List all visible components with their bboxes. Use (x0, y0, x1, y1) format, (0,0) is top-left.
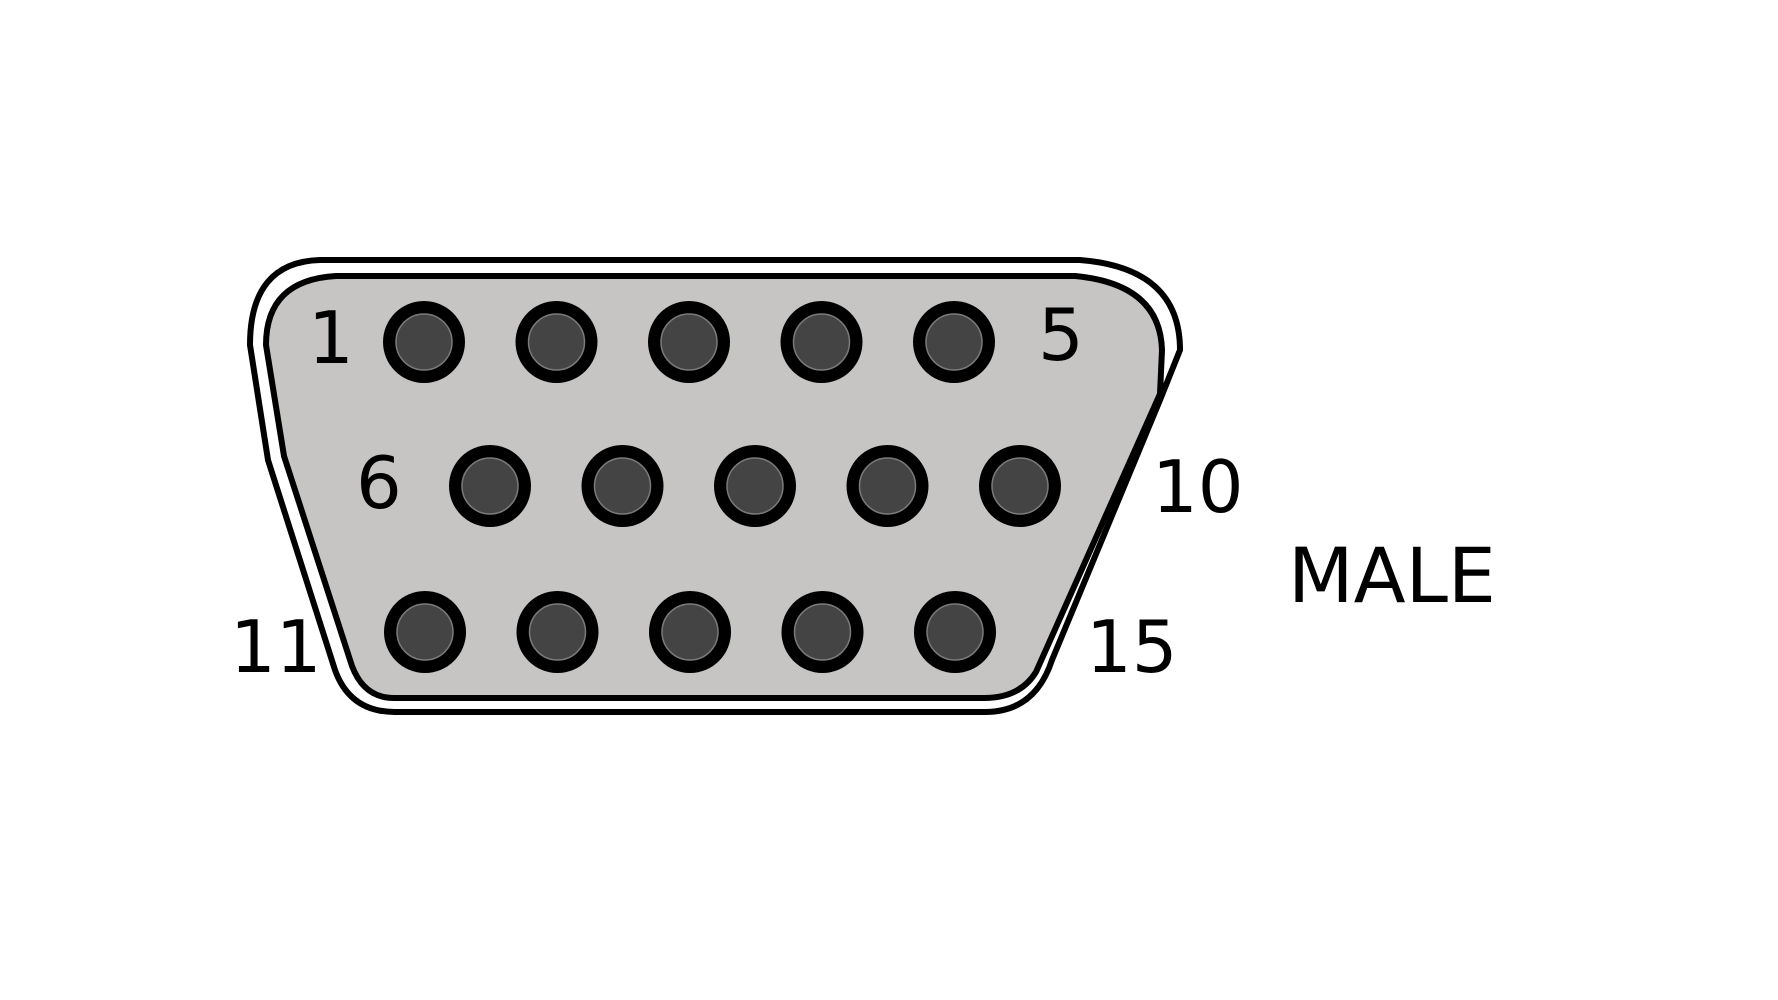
pin-14 (793, 603, 852, 661)
pin-label-15: 15 (1086, 605, 1178, 689)
pin-12 (528, 603, 587, 661)
pin-label-5: 5 (1038, 293, 1084, 377)
pin-2 (527, 313, 586, 371)
pin-grid (383, 301, 1061, 673)
pin-13 (661, 603, 719, 661)
pin-4 (792, 313, 851, 371)
pin-1 (395, 313, 453, 371)
pin-3 (660, 313, 718, 371)
pin-8 (726, 457, 784, 515)
pin-label-1: 1 (308, 296, 354, 380)
connector-inner-shell (262, 273, 1166, 701)
pin-11 (396, 603, 454, 661)
pin-5 (925, 313, 983, 371)
pin-label-10: 10 (1152, 445, 1244, 529)
pin-label-6: 6 (356, 441, 402, 525)
pin-15 (926, 603, 984, 661)
connector-gender-label: MALE (1288, 531, 1496, 620)
pin-7 (593, 457, 652, 515)
pin-label-11: 11 (230, 605, 322, 689)
pin-6 (461, 457, 519, 515)
pin-10 (991, 457, 1049, 515)
pin-9 (858, 457, 917, 515)
